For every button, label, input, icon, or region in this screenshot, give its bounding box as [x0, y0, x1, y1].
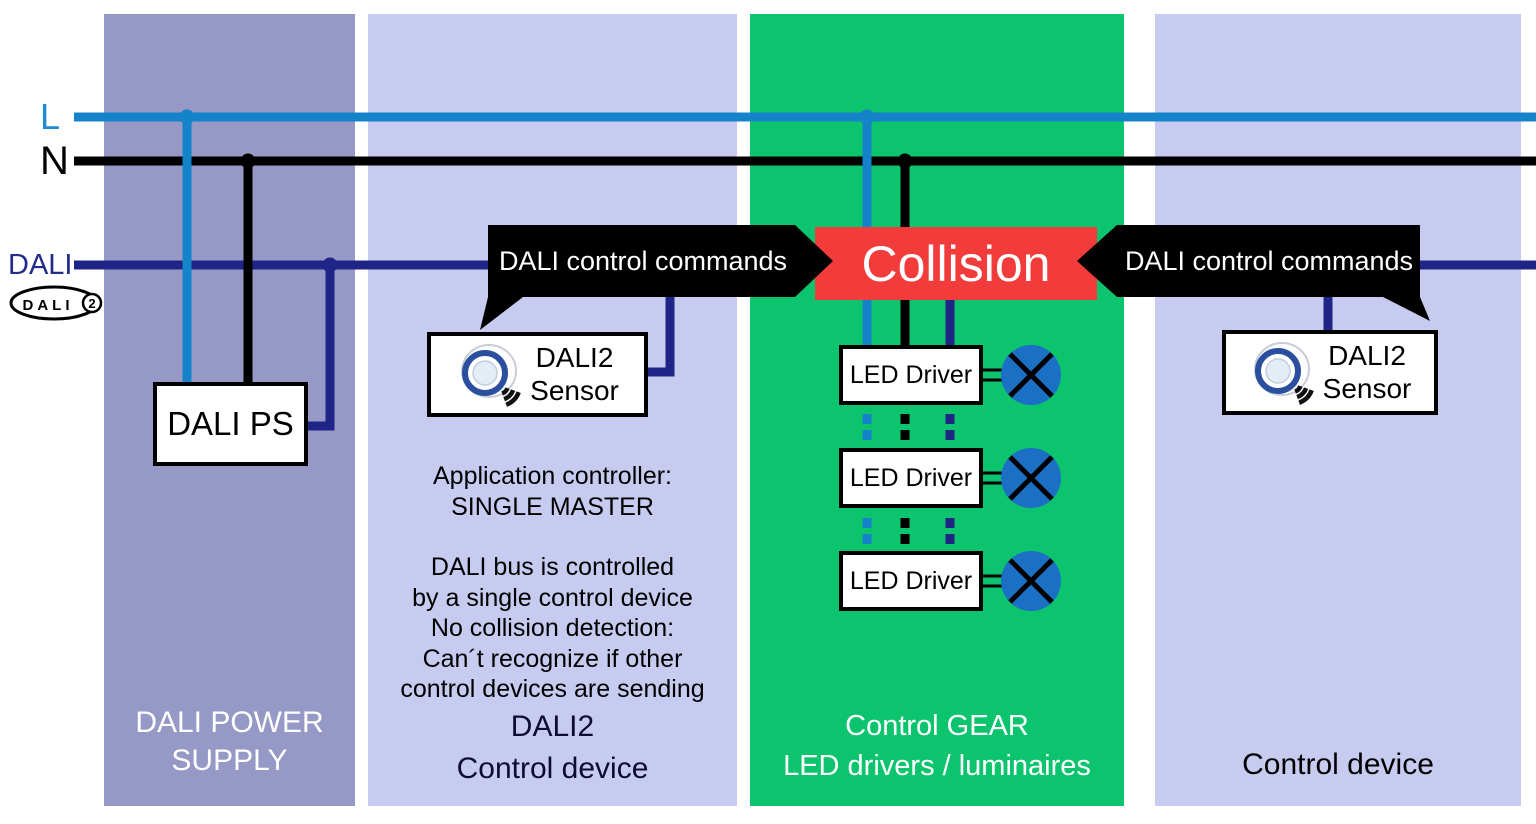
note-line: control devices are sending — [400, 675, 705, 703]
sensor-left-line1: DALI2 — [535, 342, 614, 374]
dali2-logo: DALI 2 — [8, 284, 104, 327]
dali-ps-label: DALI PS — [167, 405, 294, 442]
led-driver-box: LED Driver — [839, 448, 983, 508]
dali2-sensor-left-box: DALI2 Sensor — [427, 332, 648, 417]
luminaire-group — [983, 345, 1061, 611]
application-controller-note: Application controller: SINGLE MASTER — [368, 461, 737, 522]
junction-dot — [179, 109, 195, 125]
speech-arrow-left — [480, 225, 833, 330]
sensor-right-line2: Sensor — [1322, 372, 1412, 404]
sensor-right-line1: DALI2 — [1328, 340, 1406, 372]
note-line: No collision detection: — [430, 614, 675, 642]
dali-bus-label: DALI — [8, 249, 73, 281]
single-master-note: DALI bus is controlled by a single contr… — [368, 552, 737, 705]
panel-title-control-device: Control device — [1155, 748, 1521, 782]
collision-box — [815, 227, 1097, 300]
title-line: Control device — [1242, 748, 1434, 781]
led-driver-label: LED Driver — [849, 566, 973, 595]
panel-control-gear — [750, 14, 1124, 806]
dali2-logo-text: DALI — [23, 297, 74, 314]
dali-power-supply-box: DALI PS — [153, 382, 308, 466]
panel-title-dali-power-supply: DALI POWER SUPPLY — [104, 704, 355, 780]
dali2-logo-suffix: 2 — [88, 296, 95, 311]
title-line: DALI2 — [510, 710, 595, 743]
junction-dot — [859, 109, 875, 125]
dali-drop-ps — [305, 265, 335, 431]
l-bus-label: L — [40, 96, 61, 137]
dali-commands-banner-left: DALI control commands — [498, 245, 788, 276]
sensor-left-line2: Sensor — [530, 374, 619, 406]
speech-arrow-right — [1077, 225, 1430, 321]
panel-title-dali2-control-device: DALI2 Control device — [368, 706, 737, 790]
n-bus-label: N — [40, 139, 69, 183]
led-driver-label: LED Driver — [849, 463, 973, 492]
title-line: SUPPLY — [171, 744, 288, 777]
junction-dot — [240, 153, 256, 169]
title-line: Control GEAR — [845, 710, 1029, 742]
title-line: LED drivers / luminaires — [783, 750, 1091, 782]
led-driver-box: LED Driver — [839, 551, 983, 611]
led-driver-box: LED Driver — [839, 345, 983, 405]
junction-dot — [322, 257, 338, 273]
collision-label: Collision — [861, 235, 1051, 292]
note-line: by a single control device — [412, 583, 693, 612]
led-driver-label: LED Driver — [849, 360, 973, 389]
note-line: Can´t recognize if other — [422, 644, 683, 673]
pir-sensor-icon — [461, 343, 521, 407]
note-line: Application controller: — [432, 462, 672, 490]
dali-link-sensor-left — [646, 266, 675, 377]
pir-sensor-icon — [1253, 341, 1314, 405]
title-line: Control device — [456, 752, 649, 785]
note-line: DALI bus is controlled — [430, 553, 675, 581]
bus-continuation-dashes — [862, 414, 955, 544]
dali2-sensor-right-box: DALI2 Sensor — [1222, 330, 1438, 415]
junction-dot — [897, 153, 913, 169]
dali-commands-banner-right: DALI control commands — [1124, 245, 1414, 276]
panel-title-control-gear: Control GEAR LED drivers / luminaires — [750, 706, 1124, 786]
note-line: SINGLE MASTER — [451, 492, 654, 521]
title-line: DALI POWER — [135, 706, 324, 739]
